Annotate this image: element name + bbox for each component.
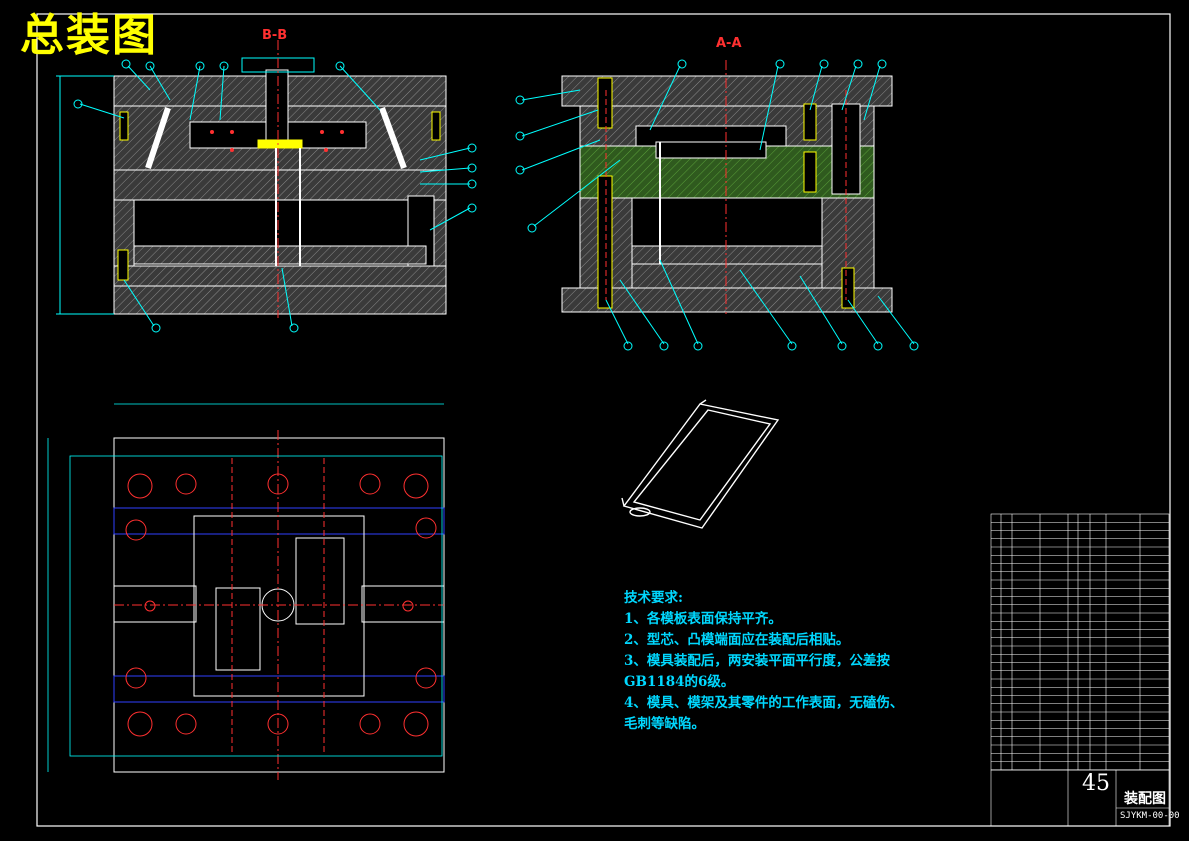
technical-requirements: 技术要求: 1、各模板表面保持平齐。 2、型芯、凸模端面应在装配后相贴。 3、模… <box>624 588 903 735</box>
title-block-name: 装配图 <box>1124 791 1166 807</box>
product-sketch <box>621 399 780 529</box>
section-aa-view <box>515 59 919 351</box>
tech-heading: 技术要求: <box>624 590 683 606</box>
tech-item: 4、模具、模架及其零件的工作表面，无磕伤、 <box>624 695 904 711</box>
section-bb-view <box>56 40 477 333</box>
tech-item: 1、各模板表面保持平齐。 <box>624 611 782 627</box>
section-bb-label: B-B <box>262 28 288 43</box>
drawing-title: 总装图 <box>20 10 158 61</box>
section-aa-label: A-A <box>716 36 742 51</box>
title-block-code: SJYKM-00-00 <box>1120 811 1180 821</box>
parts-list <box>990 513 1170 827</box>
tech-item: 3、模具装配后，两安装平面平行度，公差按 <box>624 653 890 669</box>
tech-item: 毛刺等缺陷。 <box>624 716 705 732</box>
tech-item: GB1184的6级。 <box>624 674 735 690</box>
drawing-frame <box>36 13 1171 827</box>
plan-view <box>47 403 445 780</box>
tech-item: 2、型芯、凸模端面应在装配后相贴。 <box>624 632 850 648</box>
title-block-number: 45 <box>1082 771 1110 796</box>
